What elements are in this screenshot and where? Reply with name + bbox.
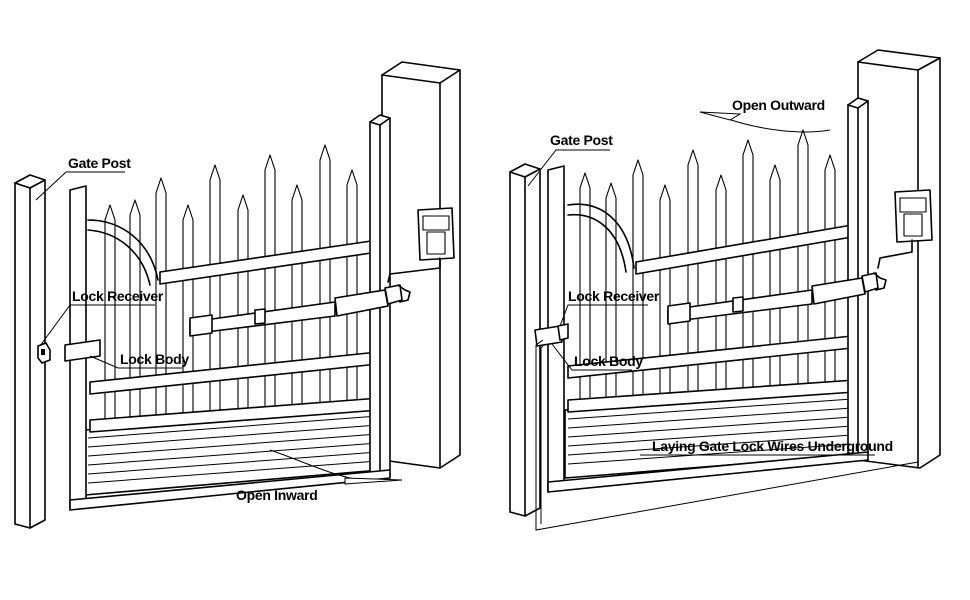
right-panel-open-outward: Gate Post Lock Receiver Lock Body Open O… [509, 49, 941, 531]
lock-body-label: Lock Body [574, 353, 643, 369]
gate-opener-actuator [189, 284, 411, 337]
lock-receiver-label: Lock Receiver [568, 288, 660, 304]
lock-body [64, 339, 101, 362]
gate-leaf [547, 97, 869, 493]
lock-receiver [557, 323, 569, 341]
open-direction-label: Open Inward [236, 487, 318, 503]
open-direction-label: Open Outward [732, 97, 825, 113]
lock-receiver-label: Lock Receiver [72, 288, 164, 304]
control-box [387, 207, 455, 283]
left-panel-open-inward: Gate Post Lock Receiver Lock Body Open I… [14, 61, 461, 529]
gate-leaf [69, 114, 391, 511]
gate-post [509, 163, 541, 517]
gate-pickets [579, 129, 836, 411]
right-pillar [857, 49, 941, 469]
underground-wire [535, 339, 919, 531]
gate-post [14, 174, 46, 529]
gate-post-label: Gate Post [550, 132, 613, 148]
arrow-icon [699, 111, 742, 121]
left-annotations: Gate Post Lock Receiver Lock Body Open I… [35, 155, 403, 503]
lock-assembly [37, 339, 101, 364]
right-annotations: Gate Post Lock Receiver Lock Body Open O… [527, 97, 893, 456]
gate-post-label: Gate Post [68, 155, 131, 171]
gate-opener-actuator [667, 272, 887, 325]
lock-body-label: Lock Body [120, 351, 189, 367]
arrow-icon [344, 477, 403, 485]
control-box [877, 189, 933, 269]
underground-wiring-label: Laying Gate Lock Wires Underground [652, 438, 893, 454]
right-pillar [381, 61, 461, 469]
